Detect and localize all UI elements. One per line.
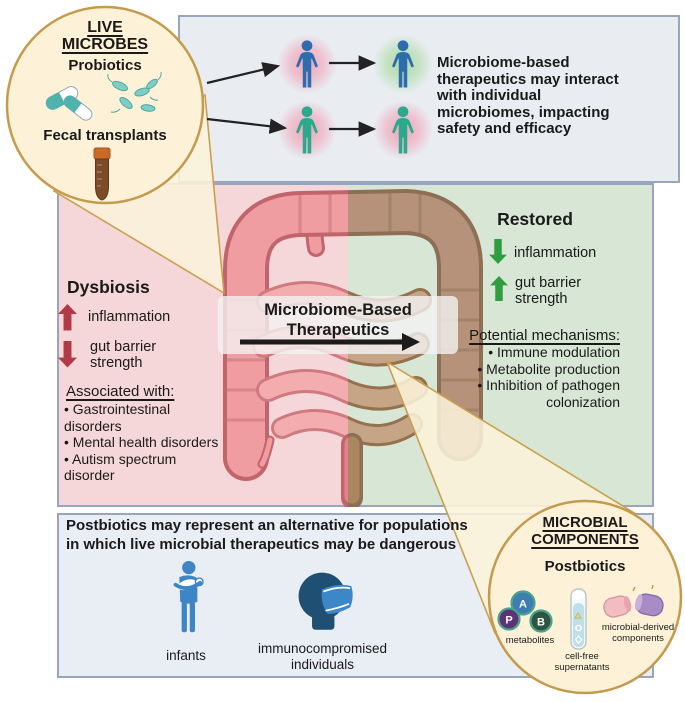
live-microbes-title: LIVE MICROBES (30, 19, 180, 53)
restored-inflammation-label: inflammation (514, 245, 597, 261)
potential-mechanisms-list: • Immune modulation • Metabolite product… (440, 344, 620, 410)
therapeutics-label-line: Therapeutics (286, 321, 390, 339)
caption-line: in which live microbial therapeutics may… (66, 535, 457, 553)
caption-line: Postbiotics may represent an alternative… (66, 517, 468, 534)
potential-mechanisms-heading: Potential mechanisms: (469, 327, 620, 344)
mc-title-line: MICROBIAL (542, 514, 628, 531)
microbial-derived-components-label: microbial-derived components (595, 622, 681, 644)
gut-barrier-line: strength (515, 291, 568, 307)
caption-line: with individual (437, 87, 542, 104)
cellfree-line: cell-free (565, 651, 599, 662)
top-panel-caption: Microbiome-based therapeutics may intera… (437, 54, 619, 138)
list-item: disorders (64, 417, 122, 434)
infants-label: infants (166, 648, 206, 663)
probiotics-label: Probiotics (68, 57, 142, 74)
flow-arrows (206, 55, 377, 137)
mc-title-line: COMPONENTS (531, 531, 639, 548)
restored-title: Restored (497, 209, 573, 229)
therapeutics-arrow (240, 333, 420, 351)
therapeutics-box-label: Microbiome-Based Therapeutics (238, 300, 438, 340)
bacteria-icon (107, 71, 162, 113)
gut-barrier-line: gut barrier (515, 275, 582, 291)
therapeutics-label-line: Microbiome-Based (264, 301, 412, 319)
list-item: • Gastrointestinal (64, 401, 171, 417)
supernatant-tube-icon (570, 588, 587, 650)
gut-barrier-line: strength (90, 355, 143, 371)
list-item: • Immune modulation (488, 344, 620, 360)
caption-line: Microbiome-based (437, 54, 570, 71)
metabolite-letter-p: P (505, 615, 512, 627)
list-item: disorder (64, 467, 115, 483)
fecal-transplants-label: Fecal transplants (43, 127, 167, 144)
live-microbes-circle (5, 5, 205, 205)
metabolites-icon: A P B (497, 590, 553, 633)
cellfree-line: supernatants (554, 661, 610, 673)
live-microbes-title-line1: LIVE (87, 19, 123, 36)
masked-face-icon (298, 572, 353, 630)
derived-line: components (612, 632, 664, 644)
gut-barrier-line: gut barrier (90, 339, 157, 355)
inflammation-down-arrow (489, 239, 507, 264)
metabolite-letter-b: B (537, 617, 545, 629)
immuno-line: immunocompromised (257, 641, 388, 656)
associated-with-list: • Gastrointestinal disorders • Mental he… (64, 401, 218, 484)
probiotic-capsules-icon (45, 86, 93, 121)
caption-line: therapeutics may interact (437, 70, 619, 88)
microbial-components-title: MICROBIAL COMPONENTS (505, 514, 665, 548)
cell-free-supernatants-label: cell-free supernatants (544, 651, 620, 673)
restored-gut-barrier-label: gut barrier strength (515, 275, 581, 307)
list-item: colonization (546, 393, 620, 410)
postbiotics-subtitle: Postbiotics (544, 558, 626, 575)
live-microbes-title-line2: MICROBES (61, 36, 149, 53)
immunocompromised-label: immunocompromised individuals (255, 641, 390, 672)
individual-response-panel (178, 15, 680, 183)
dysbiosis-inflammation-label: inflammation (88, 309, 171, 325)
associated-with-heading: Associated with: (66, 383, 175, 400)
gut-barrier-up-arrow (490, 276, 508, 301)
list-item: • Metabolite production (477, 360, 620, 377)
fecal-tube-icon (93, 147, 111, 201)
metabolite-letter-a: A (519, 599, 527, 611)
dysbiosis-title: Dysbiosis (67, 277, 150, 297)
list-item: • Autism spectrum (64, 450, 177, 467)
capsule-halves-icon (603, 584, 664, 618)
immuno-line: individuals (290, 656, 355, 672)
list-item: • Mental health disorders (64, 434, 219, 450)
caption-line: safety and efficacy (437, 120, 572, 137)
inflammation-up-arrow (58, 304, 77, 331)
gut-barrier-down-arrow (58, 341, 77, 368)
derived-line: microbial-derived (601, 622, 675, 633)
postbiotics-caption: Postbiotics may represent an alternative… (66, 517, 468, 554)
dysbiosis-gut-barrier-label: gut barrier strength (90, 339, 156, 371)
metabolites-label: metabolites (505, 635, 555, 646)
caption-line: microbiomes, impacting (437, 103, 610, 121)
infant-icon (173, 560, 204, 633)
list-item: • Inhibition of pathogen (477, 377, 620, 393)
